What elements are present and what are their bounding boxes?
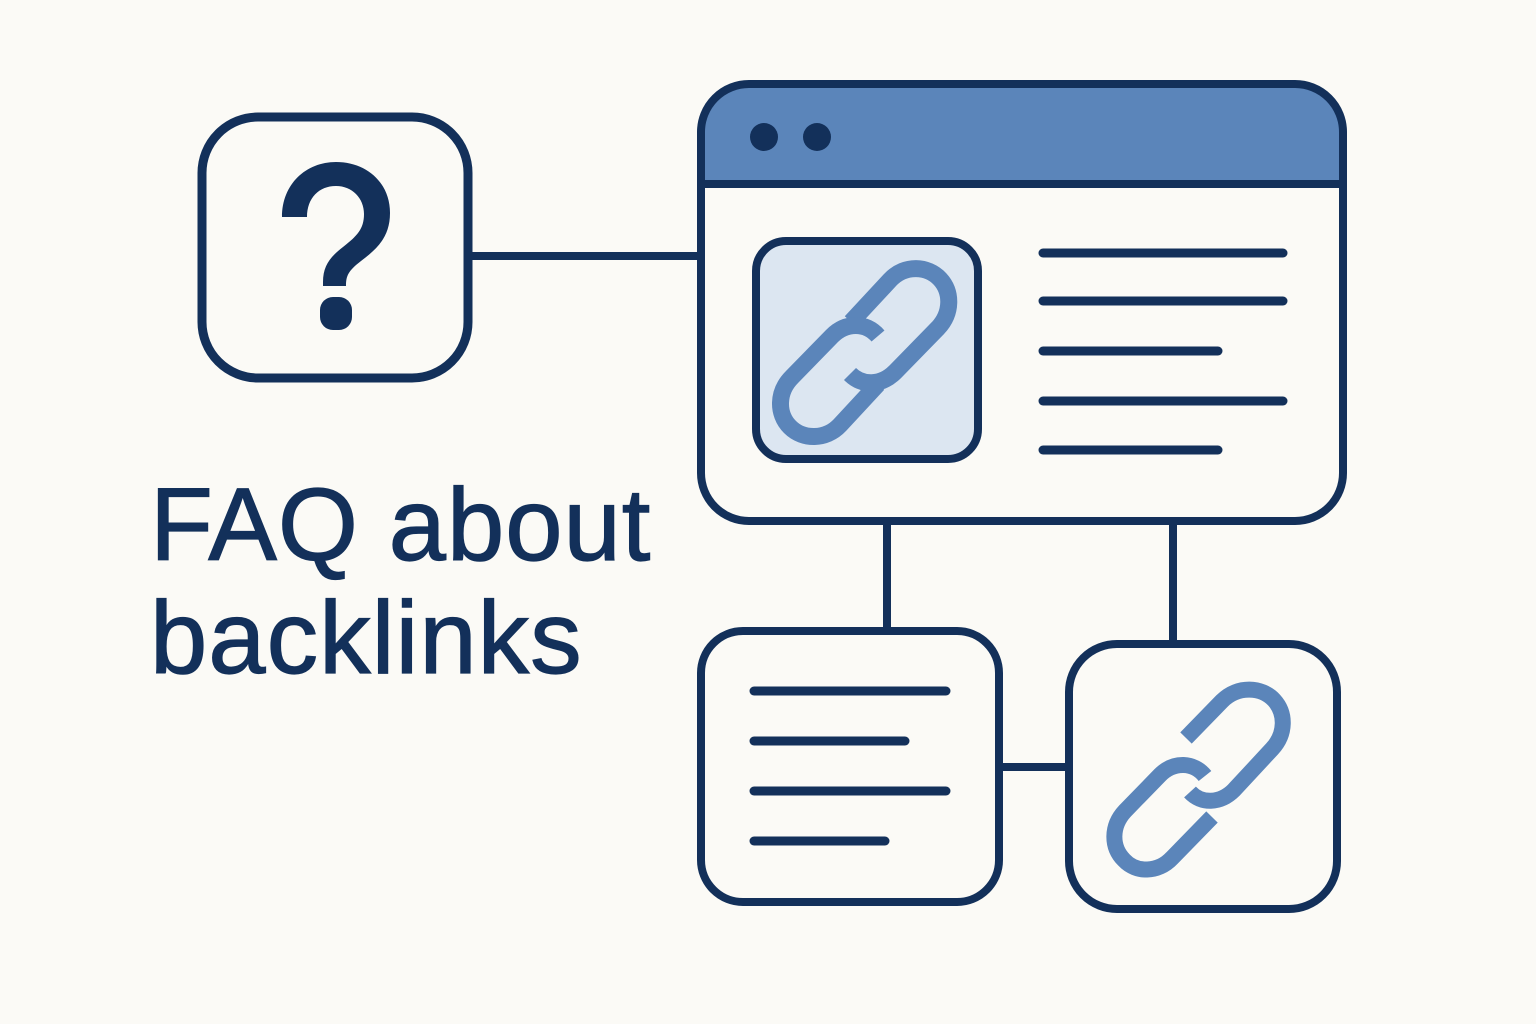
connectors (470, 252, 1177, 771)
question-mark-icon (282, 162, 390, 330)
browser-title-bar (701, 84, 1343, 184)
link-icon (1106, 681, 1291, 878)
title-line-1: FAQ about (149, 467, 652, 582)
link-card (1065, 640, 1341, 913)
browser-link-tile (752, 237, 982, 463)
link-icon (772, 260, 958, 445)
document-card (697, 627, 1003, 906)
document-lines-icon (749, 686, 951, 846)
browser-text-lines (1038, 248, 1288, 455)
window-dot-2 (803, 123, 831, 151)
title-line-2: backlinks (149, 580, 583, 695)
window-dot-1 (750, 123, 778, 151)
browser-window (697, 80, 1347, 525)
page-title: FAQ about backlinks (149, 467, 652, 695)
faq-question-box (197, 112, 473, 383)
